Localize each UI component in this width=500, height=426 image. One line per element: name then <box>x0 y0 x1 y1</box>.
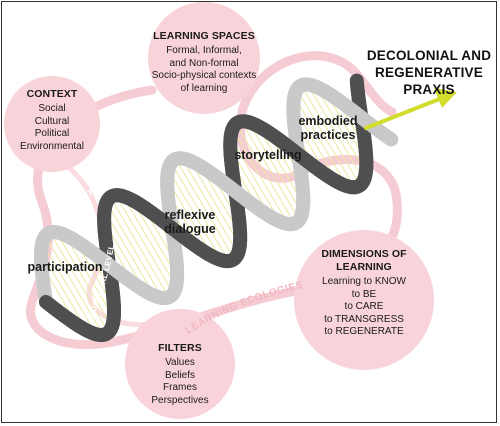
praxis-line-2: REGENERATIVE PRAXIS <box>375 64 483 97</box>
helix-rung <box>170 162 230 262</box>
helix-rung <box>44 235 104 336</box>
learning-spaces-block: LEARNING SPACES Formal, Informal, and No… <box>142 30 266 95</box>
helix-rung <box>64 234 115 319</box>
learning-ecologies-label: LEARNING ECOLOGIES <box>184 280 304 337</box>
helix-rung <box>189 160 241 246</box>
helix-rung <box>56 232 113 328</box>
filters-line: Frames <box>163 382 197 394</box>
dimensions-heading-2: LEARNING <box>336 261 392 274</box>
filters-block: FILTERS Values Beliefs Frames Perspectiv… <box>134 342 226 407</box>
helix-rung <box>49 232 109 333</box>
helix-rung <box>175 158 235 260</box>
filters-line: Values <box>165 357 195 369</box>
helix-rung <box>41 242 97 335</box>
helix-rung <box>104 210 155 296</box>
helix-rung <box>230 137 281 222</box>
stage-embodied-line-2: practices <box>300 128 356 143</box>
dimensions-block: DIMENSIONS OF LEARNING Learning to KNOW … <box>304 248 424 339</box>
collective-strand-segment <box>39 295 57 312</box>
helix-rung <box>235 123 295 224</box>
learning-spaces-line: Socio-physical contexts <box>151 70 257 82</box>
helix-rung <box>167 169 222 261</box>
svg-text:LEARNING ECOLOGIES: LEARNING ECOLOGIES <box>184 280 305 337</box>
context-line: Cultural <box>34 115 70 127</box>
stage-participation: participation <box>27 260 103 274</box>
helix-rung <box>40 251 88 331</box>
helix-rung <box>248 121 303 214</box>
filters-line: Beliefs <box>164 369 195 381</box>
dimensions-line: to CARE <box>344 301 384 313</box>
learning-spaces-line: of learning <box>180 82 228 94</box>
helix-rung <box>115 194 174 294</box>
stage-reflexive-dialogue: reflexive dialogue <box>150 208 230 237</box>
helix-rung <box>122 196 177 287</box>
collective-strand-segment <box>162 219 181 237</box>
stage-reflexive-line-2: dialogue <box>164 222 216 237</box>
helix-rung <box>106 202 163 299</box>
helix-rung <box>257 125 304 204</box>
praxis-title: DECOLONIAL AND REGENERATIVE PRAXIS <box>366 48 492 99</box>
context-heading: CONTEXT <box>26 88 78 100</box>
praxis-line-1: DECOLONIAL AND <box>366 48 492 63</box>
filters-heading: FILTERS <box>158 342 202 354</box>
dimensions-circle <box>294 230 434 370</box>
dimensions-heading-1: DIMENSIONS OF <box>321 248 407 260</box>
praxis-arrow-head <box>434 88 457 108</box>
dimensions-line: to TRANSGRESS <box>324 313 404 325</box>
praxis-arrow-shaft <box>364 96 444 130</box>
individual-strand-segment <box>352 108 371 126</box>
context-line: Environmental <box>20 140 84 152</box>
context-line: Social <box>38 103 66 115</box>
stage-reflexive-line-1: reflexive <box>164 208 216 222</box>
helix-rung <box>315 86 367 173</box>
context-circle <box>4 76 100 172</box>
helix-rung <box>293 96 348 187</box>
helix-rung <box>232 128 289 225</box>
stage-storytelling: storytelling <box>234 148 302 162</box>
learning-spaces-line: Formal, Informal, <box>166 45 242 57</box>
helix-rung <box>241 121 300 221</box>
context-block: CONTEXT Social Cultural Political Enviro… <box>8 88 96 153</box>
helix-rung <box>300 85 361 186</box>
individual-strand-segment <box>224 181 243 199</box>
learning-spaces-circle <box>148 2 260 114</box>
filters-circle <box>125 309 235 419</box>
helix-rung <box>131 199 178 277</box>
helix-rung <box>109 196 170 298</box>
dimensions-line: to REGENERATE <box>324 326 404 338</box>
helix-rung <box>166 178 213 257</box>
learning-spaces-line: and Non-formal <box>169 57 239 69</box>
stage-embodied-practices: embodied practices <box>278 114 378 143</box>
dimensions-line: Learning to KNOW <box>322 276 406 288</box>
helix-rung <box>296 89 355 188</box>
context-line: Political <box>34 128 70 140</box>
helix-rung <box>181 158 239 254</box>
collective-strand-segment <box>290 146 309 164</box>
filters-line: Perspectives <box>151 394 209 406</box>
helix-rung <box>307 84 365 181</box>
individual-strand-segment <box>100 257 119 275</box>
stage-embodied-line-1: embodied <box>298 114 358 128</box>
dimensions-line: to BE <box>351 288 377 300</box>
learning-spaces-heading: LEARNING SPACES <box>153 30 255 42</box>
helix-strands <box>34 73 399 342</box>
helix-rungs <box>40 84 367 336</box>
